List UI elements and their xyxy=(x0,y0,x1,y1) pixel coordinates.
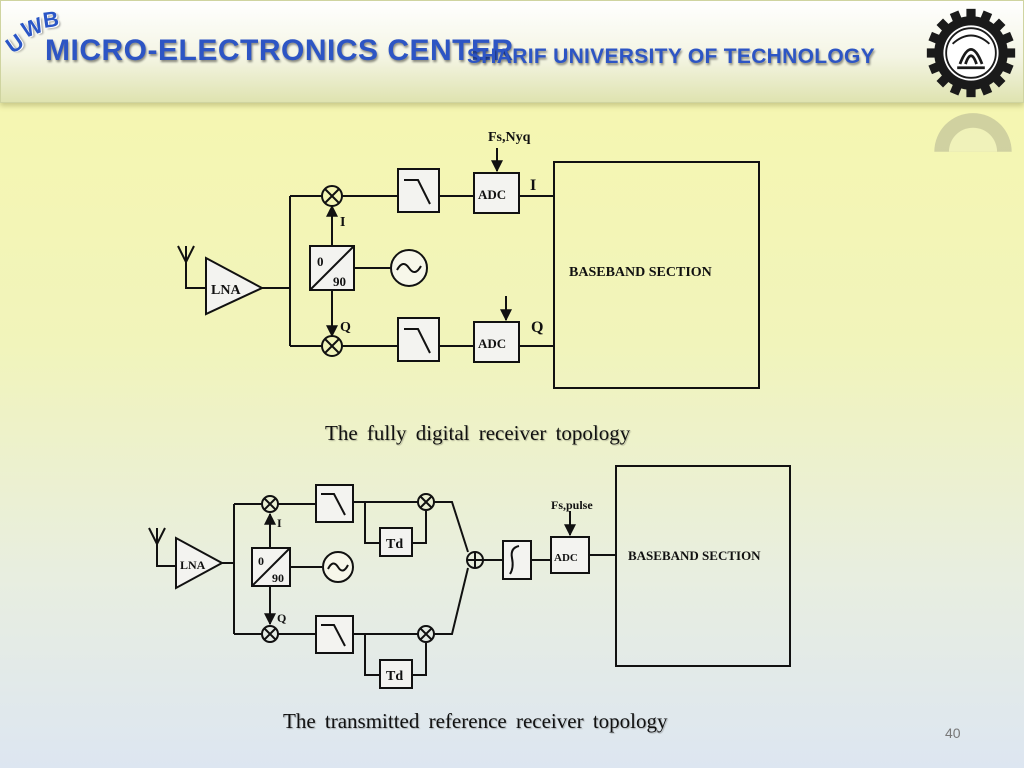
diagram2-caption: The transmitted reference receiver topol… xyxy=(283,709,668,733)
diagram1-lowpass-filter-i-icon xyxy=(397,168,440,213)
diagram1-lna-amplifier xyxy=(205,256,265,316)
diagram1-baseband-section xyxy=(553,161,760,389)
diagram2-lowpass-filter-i-icon xyxy=(315,484,354,523)
university-title: SHARIF UNIVERSITY OF TECHNOLOGY xyxy=(467,45,875,68)
diagram2-lowpass-filter-q-icon xyxy=(315,615,354,654)
diagram2-lna-amplifier xyxy=(175,536,225,590)
diagram1-antenna-icon xyxy=(177,245,206,289)
diagram2-integrator-icon xyxy=(502,540,532,580)
diagram1-caption: The fully digital receiver topology xyxy=(325,421,631,445)
diagram1-adc-i xyxy=(473,172,520,214)
diagram2-adc-label: ADC xyxy=(554,552,578,564)
diagram1-phase-90-label: 90 xyxy=(333,274,346,289)
diagram1-q-label: Q xyxy=(340,320,351,335)
diagram1-phase-0-label: 0 xyxy=(317,254,324,269)
diagram2-phase-0-label: 0 xyxy=(258,554,264,568)
slide-header: U W B MICRO-ELECTRONICS CENTER SHARIF UN… xyxy=(0,0,1024,103)
diagram1-baseband-label: BASEBAND SECTION xyxy=(569,265,712,280)
diagram1-sample-rate-label: Fs,Nyq xyxy=(488,130,531,145)
diagram1-mixer-q-icon xyxy=(321,335,343,357)
diagram2-i-label: I xyxy=(277,516,282,530)
diagram1-mixer-i-icon xyxy=(321,185,343,207)
logo-reflection-icon xyxy=(934,113,1012,152)
diagram2-mixer-i-icon xyxy=(261,495,279,513)
diagram1-adc-q-label: ADC xyxy=(478,336,506,351)
diagram2-baseband-section xyxy=(615,465,791,667)
diagram1-output-i-label: I xyxy=(530,177,536,194)
diagram2-antenna-icon xyxy=(148,527,176,567)
diagram2-delay-i-label: Td xyxy=(386,537,403,552)
diagram2-delay-mixer-q-icon xyxy=(417,625,435,643)
diagram2-q-label: Q xyxy=(277,611,286,625)
diagram1-adc-i-label: ADC xyxy=(478,187,506,202)
diagram1-output-q-label: Q xyxy=(531,319,543,336)
diagram2-summer-icon xyxy=(466,551,484,569)
center-title: MICRO-ELECTRONICS CENTER xyxy=(45,34,514,67)
diagram2-delay-q-label: Td xyxy=(386,669,403,684)
diagram1-oscillator-icon xyxy=(390,249,428,287)
diagram2-oscillator-icon xyxy=(322,551,354,583)
diagram2-delay-q xyxy=(379,659,413,689)
page-number: 40 xyxy=(945,725,961,741)
diagram2-adc xyxy=(550,536,590,574)
diagram1-i-label: I xyxy=(340,215,345,230)
diagram2-mixer-q-icon xyxy=(261,625,279,643)
diagram1-lna-label: LNA xyxy=(211,283,241,298)
diagram2-lna-label: LNA xyxy=(180,558,206,572)
diagram1-adc-q xyxy=(473,321,520,363)
diagram2-sample-rate-label: Fs,pulse xyxy=(551,498,593,512)
diagram2-delay-mixer-i-icon xyxy=(417,493,435,511)
diagram2-delay-i xyxy=(379,527,413,557)
diagram2-baseband-label: BASEBAND SECTION xyxy=(628,548,761,563)
diagram1-lowpass-filter-q-icon xyxy=(397,317,440,362)
university-logo-icon xyxy=(923,7,1019,99)
diagram2-phase-90-label: 90 xyxy=(272,571,284,585)
